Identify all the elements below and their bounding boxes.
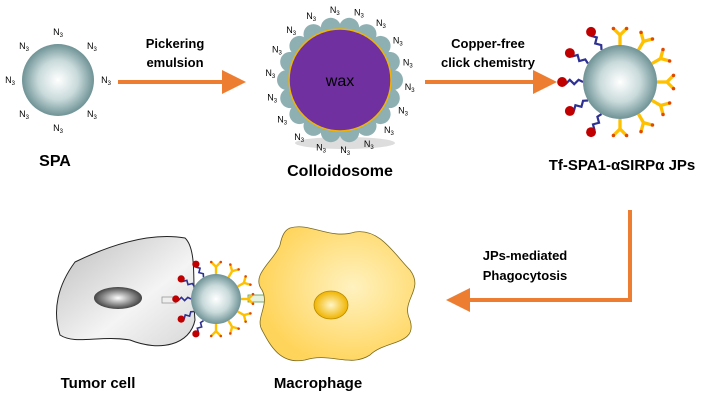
azide-label: N3 [384, 125, 395, 137]
azide-label: N3 [403, 58, 414, 70]
azide-label: N3 [354, 8, 365, 20]
peg-linker [183, 310, 195, 320]
transferrin-ligand [557, 77, 568, 87]
spa-particle [22, 44, 94, 116]
azide-label: N3 [87, 109, 98, 121]
transferrin-ligand [172, 295, 180, 303]
peg-linker [564, 78, 584, 86]
azide-label: N3 [330, 5, 341, 17]
transferrin-ligand [192, 260, 200, 268]
azide-label: N3 [405, 82, 416, 94]
anti-sirpa-antibody [611, 26, 629, 45]
azide-label: N3 [286, 25, 297, 37]
anti-sirpa-antibody [237, 310, 252, 323]
azide-label: N3 [265, 68, 276, 80]
azide-label: N3 [5, 75, 16, 87]
transferrin-ligand [564, 106, 575, 116]
azide-label: N3 [398, 105, 409, 117]
step2-line1: Copper-free [451, 36, 525, 51]
step1-line1: Pickering [146, 36, 205, 51]
anti-sirpa-antibody [657, 73, 676, 91]
azide-label: N3 [393, 36, 404, 48]
azide-label: N3 [364, 139, 375, 151]
wax-droplet [288, 28, 392, 132]
azide-label: N3 [306, 11, 317, 23]
azide-label: N3 [316, 142, 327, 154]
step1-line2: emulsion [146, 55, 203, 70]
transferrin-ligand [586, 26, 596, 37]
azide-label: N3 [267, 92, 278, 104]
step3-line2: Phagocytosis [483, 268, 568, 283]
anti-sirpa-antibody [227, 263, 240, 278]
macrophage-label: Macrophage [274, 375, 362, 392]
azide-label: N3 [277, 114, 288, 126]
anti-sirpa-antibody [209, 324, 223, 338]
anti-sirpa-antibody [611, 119, 629, 138]
azide-label: N3 [376, 18, 387, 30]
peg-linker [182, 279, 196, 287]
peg-linker [177, 296, 192, 302]
peg-linker [571, 53, 589, 65]
wax-label: wax [325, 73, 354, 90]
janus-particle-bound [172, 260, 255, 338]
anti-sirpa-antibody [637, 30, 655, 51]
peg-linker [590, 34, 603, 51]
anti-sirpa-antibody [241, 292, 255, 306]
transferrin-ligand [192, 330, 200, 338]
arrow-phagocytosis [446, 210, 632, 312]
macrophage-nucleus [313, 290, 349, 320]
azide-label: N3 [272, 45, 283, 57]
jp-label: Tf-SPA1-αSIRPα JPs [549, 157, 696, 174]
azide-label: N3 [19, 109, 30, 121]
tumor-nucleus [94, 287, 142, 309]
azide-label: N3 [101, 75, 112, 87]
spa-label: SPA [39, 153, 71, 170]
peg-linker [572, 99, 589, 112]
anti-sirpa-antibody [237, 275, 252, 288]
tumor-label: Tumor cell [61, 375, 136, 392]
anti-sirpa-antibody [209, 260, 223, 274]
anti-sirpa-antibody [637, 113, 655, 134]
janus-particle-core [191, 274, 241, 324]
peg-linker [195, 266, 205, 278]
anti-sirpa-antibody [651, 99, 672, 117]
step2-line2: click chemistry [441, 55, 536, 70]
azide-label: N3 [19, 41, 30, 53]
azide-label: N3 [294, 132, 305, 144]
transferrin-ligand [177, 275, 185, 283]
peg-linker [196, 319, 204, 333]
azide-label: N3 [53, 27, 64, 39]
azide-label: N3 [340, 145, 351, 157]
azide-label: N3 [87, 41, 98, 53]
transferrin-ligand [564, 48, 575, 58]
azide-label: N3 [53, 123, 64, 135]
anti-sirpa-antibody [227, 320, 240, 335]
janus-particle-core [583, 45, 657, 119]
anti-sirpa-antibody [651, 47, 672, 65]
janus-particle [557, 26, 676, 138]
peg-linker [591, 113, 603, 131]
transferrin-ligand [177, 315, 185, 323]
colloidosome-label: Colloidosome [287, 163, 393, 180]
step3-line1: JPs-mediated [483, 248, 568, 263]
colloidosome-shadow [295, 137, 395, 149]
transferrin-ligand [586, 127, 596, 138]
